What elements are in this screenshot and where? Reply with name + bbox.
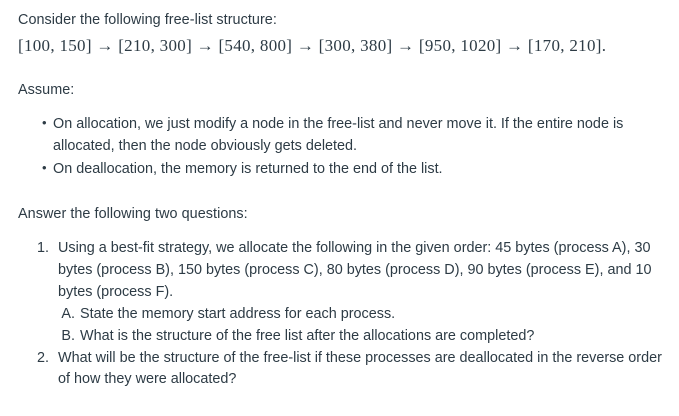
assumptions-list: On allocation, we just modify a node in … — [18, 113, 675, 181]
intro-paragraph: Consider the following free-list structu… — [18, 12, 277, 28]
question-item-2: What will be the structure of the free-l… — [18, 348, 675, 392]
subquestion-item-a: State the memory start address for each … — [58, 304, 396, 326]
questions-list: Using a best-fit strategy, we allocate t… — [18, 238, 675, 391]
assume-heading: Assume: — [18, 82, 75, 99]
free-list-expression: [100, 150] → [210, 300] → [540, 800] → [… — [18, 35, 607, 55]
list-item: On deallocation, the memory is returned … — [42, 158, 675, 181]
list-item: On allocation, we just modify a node in … — [42, 113, 675, 158]
answer-heading: Answer the following two questions: — [18, 205, 248, 222]
question-1-subquestions: State the memory start address for each … — [58, 304, 675, 348]
question-item-1: Using a best-fit strategy, we allocate t… — [18, 238, 675, 347]
question-2-text: What will be the structure of the free-l… — [58, 349, 662, 388]
subquestion-item-b: What is the structure of the free list a… — [58, 326, 535, 348]
question-1-text: Using a best-fit strategy, we allocate t… — [58, 240, 652, 300]
